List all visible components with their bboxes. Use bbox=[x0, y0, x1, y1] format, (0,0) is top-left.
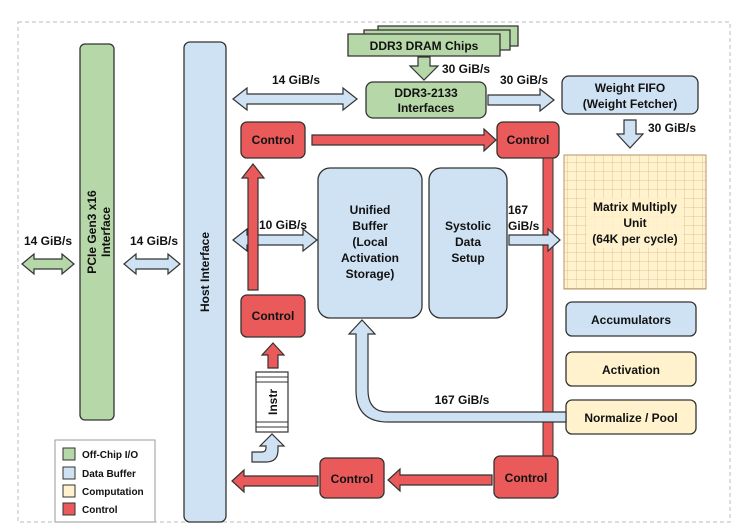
accumulators-label: Accumulators bbox=[591, 313, 671, 327]
ub-label-5: Storage) bbox=[346, 267, 395, 281]
legend-label-offchip: Off-Chip I/O bbox=[82, 450, 138, 461]
legend-swatch-computation bbox=[62, 484, 76, 498]
control-bottom-arrow-1 bbox=[387, 467, 493, 493]
bw-host-to-ub: 10 GiB/s bbox=[259, 218, 307, 232]
feedback-arrow bbox=[347, 319, 567, 423]
offchip-pcie-arrow bbox=[21, 252, 75, 276]
control-label-top-left: Control bbox=[252, 133, 295, 147]
host-instr-arrow bbox=[251, 433, 286, 463]
host-interface-label: Host Interface bbox=[198, 232, 212, 312]
accumulators-block bbox=[565, 301, 697, 337]
legend-label-control: Control bbox=[82, 505, 118, 516]
pcie-interface-block bbox=[79, 43, 115, 421]
host-interface-block bbox=[183, 41, 227, 523]
bw-pcie-to-host: 14 GiB/s bbox=[130, 234, 178, 248]
bw-fifo-to-mmu: 30 GiB/s bbox=[648, 121, 696, 135]
bw-systolic-to-mmu-1: 167 bbox=[508, 203, 528, 217]
systolic-mmu-arrow bbox=[508, 227, 561, 253]
systolic-data-setup-block bbox=[428, 167, 508, 319]
control-block-top-left bbox=[240, 121, 306, 159]
instr-control-arrow bbox=[260, 342, 286, 369]
unified-buffer-block bbox=[317, 167, 423, 319]
control-top-arrow bbox=[311, 127, 497, 153]
control-block-top-right bbox=[496, 121, 560, 159]
activation-block bbox=[565, 351, 697, 387]
mmu-label-1: Matrix Multiply bbox=[593, 200, 677, 214]
ub-label-1: Unified bbox=[350, 203, 391, 217]
pcie-label-1: PCIe Gen3 x16 bbox=[85, 190, 99, 274]
control-bus-right bbox=[542, 157, 554, 457]
bw-ddr-to-fifo: 30 GiB/s bbox=[500, 73, 548, 87]
mmu-label-backdrop bbox=[586, 198, 684, 248]
legend-swatch-offchip bbox=[62, 447, 76, 461]
bw-offchip-to-pcie: 14 GiB/s bbox=[24, 234, 72, 248]
control-block-bottom-middle bbox=[319, 457, 385, 499]
legend-swatch-buffer bbox=[62, 466, 76, 480]
ddr3-interfaces-block bbox=[365, 81, 487, 119]
ddr-chip-arrow bbox=[408, 56, 440, 81]
control-label-middle-left: Control bbox=[252, 309, 295, 323]
ddr3-chips-label: DDR3 DRAM Chips bbox=[370, 39, 479, 53]
pcie-host-arrow bbox=[123, 252, 181, 276]
ddr3-interfaces-label-2: Interfaces bbox=[398, 101, 455, 115]
control-label-top-right: Control bbox=[507, 133, 550, 147]
legend-label-buffer: Data Buffer bbox=[82, 469, 136, 480]
control-label-bottom-middle: Control bbox=[331, 472, 374, 486]
control-label-bottom-right: Control bbox=[505, 471, 548, 485]
mmu-label-2: Unit bbox=[623, 216, 646, 230]
bw-feedback: 167 GiB/s bbox=[435, 393, 490, 407]
control-block-middle-left bbox=[240, 294, 306, 338]
control-bottom-arrow-2 bbox=[231, 468, 319, 494]
control-up-arrow bbox=[240, 163, 266, 291]
instr-label: Instr bbox=[266, 389, 280, 415]
host-ub-arrow bbox=[232, 227, 318, 253]
weight-fifo-label-1: Weight FIFO bbox=[595, 81, 665, 95]
ddr-fifo-arrow bbox=[487, 87, 555, 113]
systolic-label-1: Systolic bbox=[445, 219, 491, 233]
normalize-pool-label: Normalize / Pool bbox=[584, 411, 677, 425]
legend: Off-Chip I/O Data Buffer Computation Con… bbox=[54, 439, 156, 523]
ddr3-interfaces-label-1: DDR3-2133 bbox=[394, 86, 458, 100]
instr-queue: Instr bbox=[255, 371, 289, 433]
chip-boundary bbox=[17, 21, 731, 523]
legend-label-computation: Computation bbox=[82, 487, 144, 498]
legend-swatch-control bbox=[62, 502, 76, 516]
ddr3-dram-chips: DDR3 DRAM Chips bbox=[347, 25, 519, 57]
ub-label-2: Buffer bbox=[352, 219, 388, 233]
weight-fifo-label-2: (Weight Fetcher) bbox=[583, 97, 677, 111]
bw-systolic-to-mmu-2: GiB/s bbox=[508, 219, 540, 233]
ub-label-4: Activation bbox=[341, 251, 399, 265]
pcie-label-2: Interface bbox=[99, 207, 113, 257]
systolic-label-3: Setup bbox=[451, 251, 484, 265]
bw-ddr-chip-to-iface: 30 GiB/s bbox=[442, 62, 490, 76]
mmu-label-3: (64K per cycle) bbox=[592, 232, 677, 246]
bw-host-to-ddr: 14 GiB/s bbox=[272, 73, 320, 87]
systolic-label-2: Data bbox=[455, 235, 481, 249]
ub-label-3: (Local bbox=[352, 235, 387, 249]
host-ddr-arrow bbox=[232, 86, 358, 112]
weight-fifo-block bbox=[561, 75, 699, 115]
activation-label: Activation bbox=[602, 363, 660, 377]
fifo-mmu-arrow bbox=[615, 119, 645, 149]
control-block-bottom-right bbox=[493, 455, 559, 499]
